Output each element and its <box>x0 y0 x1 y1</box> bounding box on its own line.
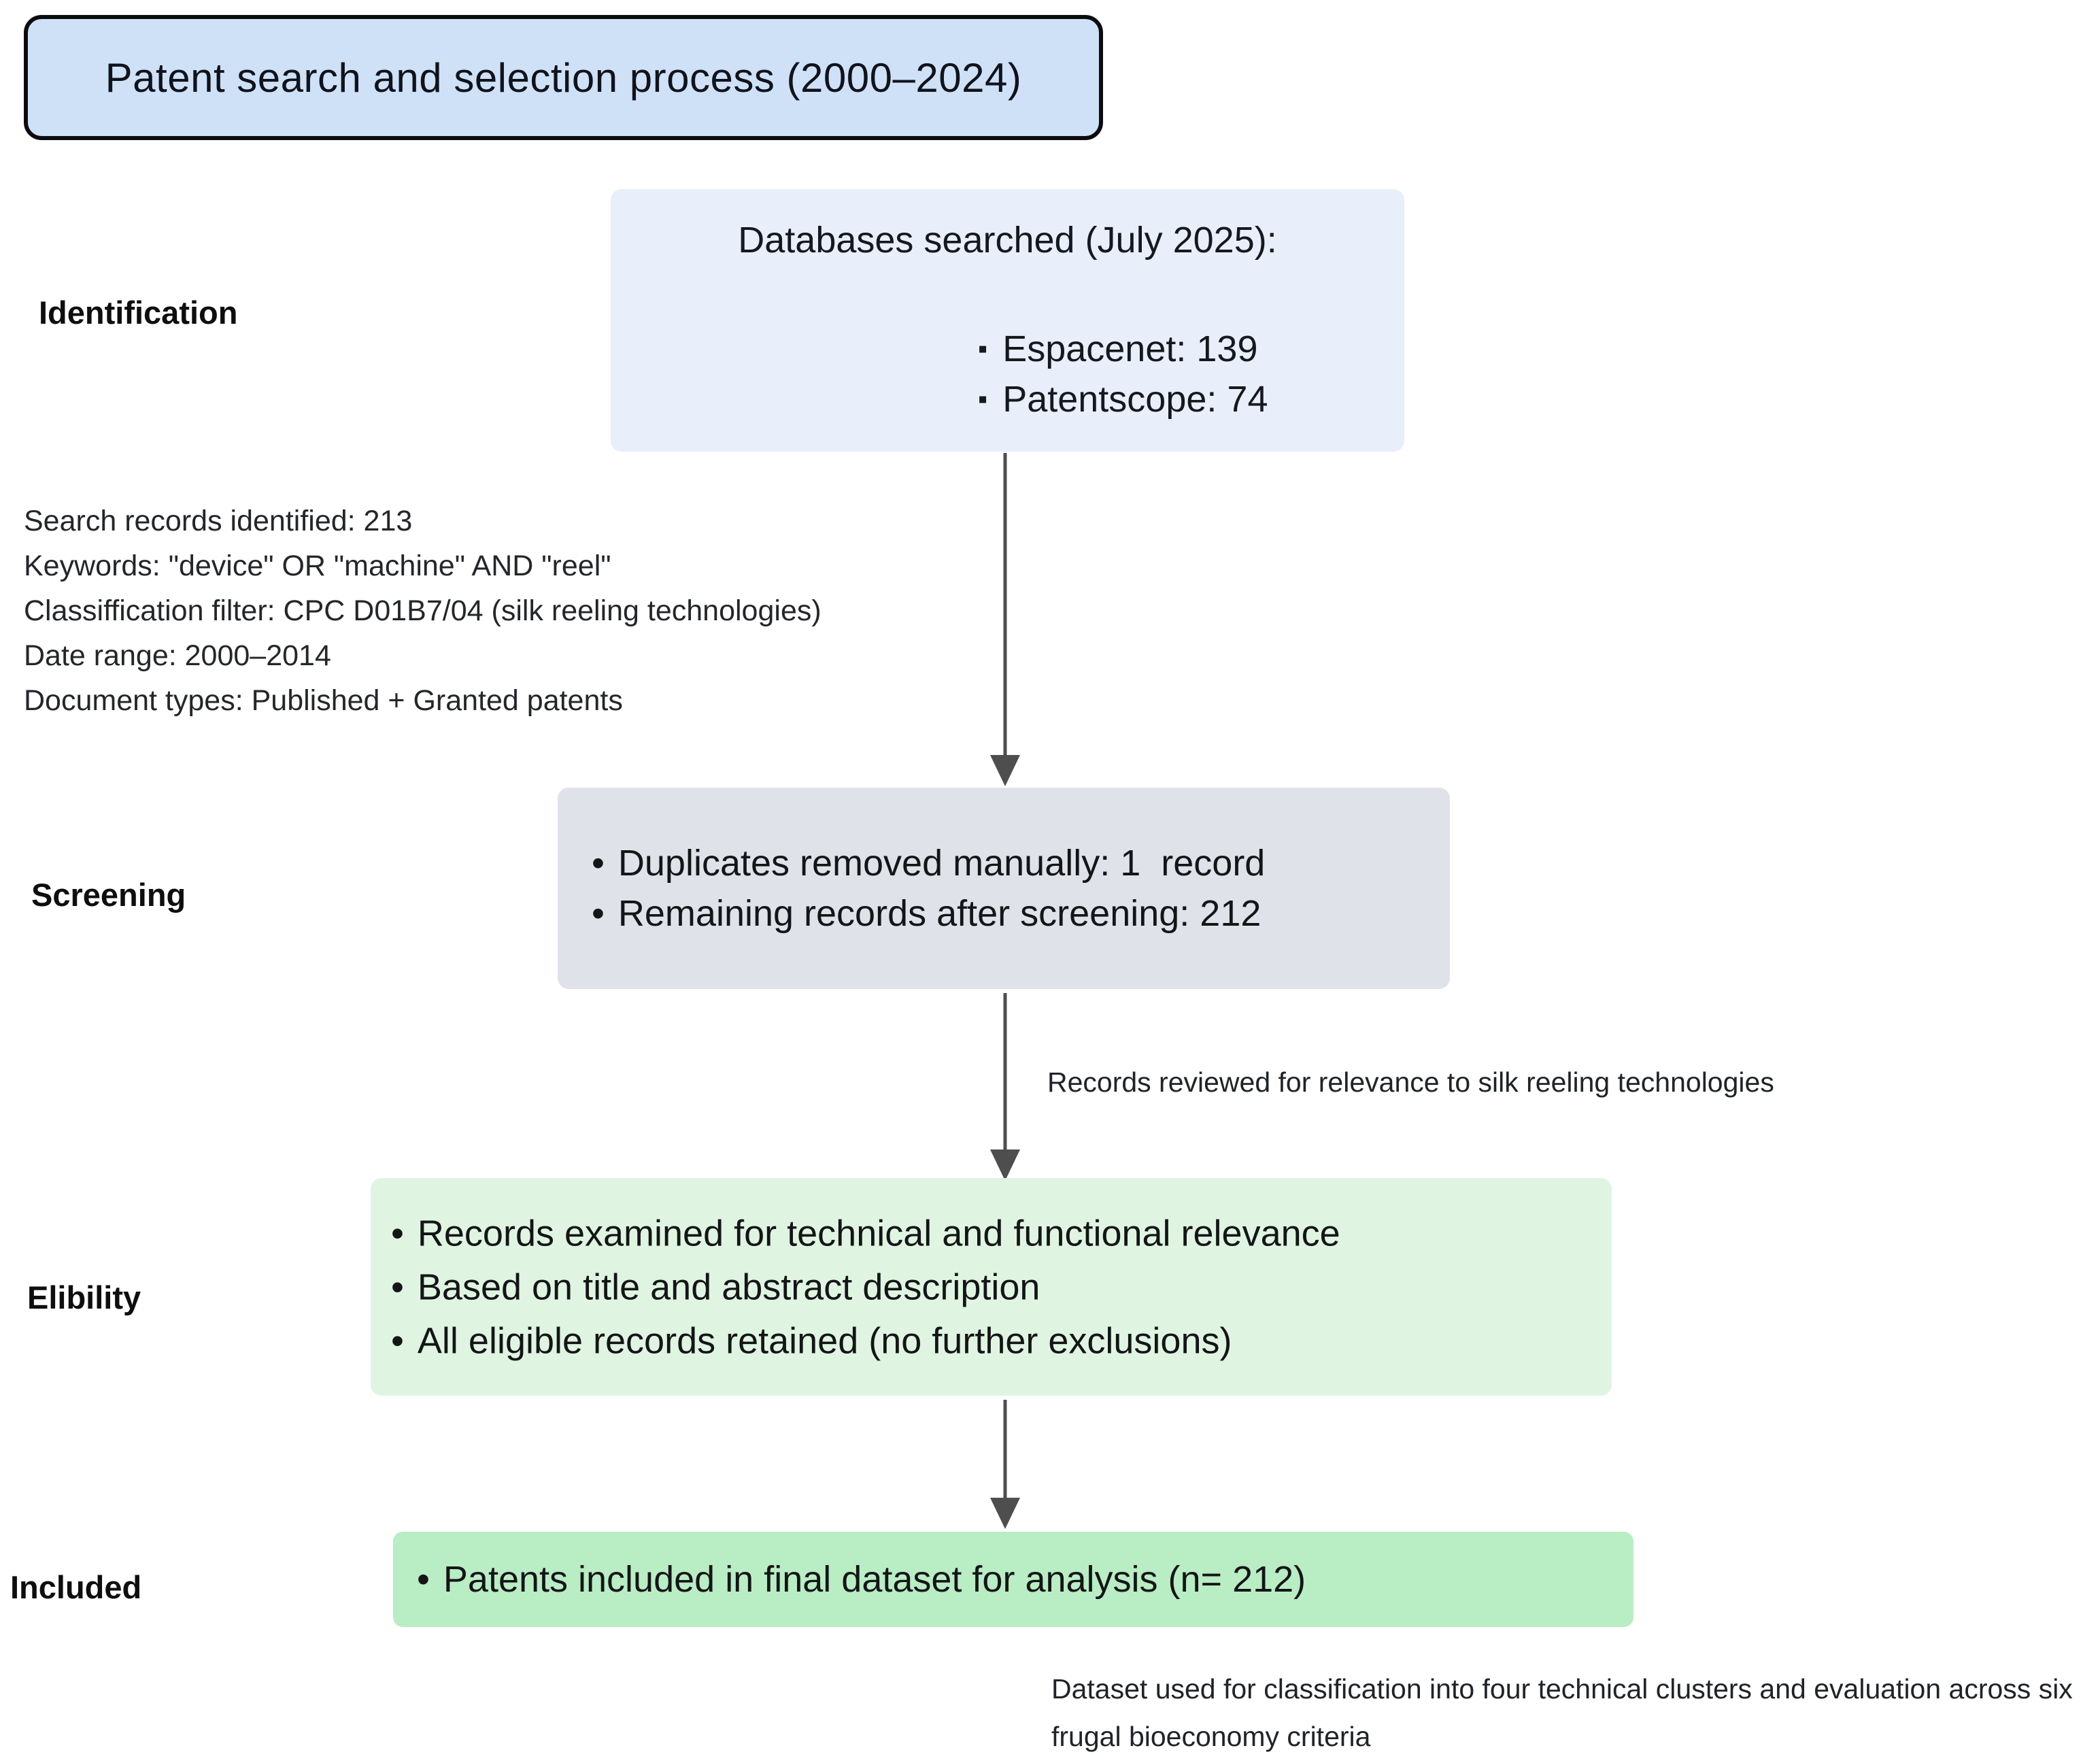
flow-arrow-screening-to-eligibility <box>989 993 1021 1181</box>
identification-bullet-list: ▪ Espacenet: 139 ▪ Patentscope: 74 <box>978 324 1268 424</box>
list-item: • Remaining records after screening: 212 <box>592 888 1265 939</box>
note-line: Document types: Published + Granted pate… <box>24 684 623 717</box>
arrow-line <box>1003 993 1007 1160</box>
note-line: Date range: 2000–2014 <box>24 639 331 672</box>
included-box: • Patents included in final dataset for … <box>393 1532 1633 1627</box>
screening-box: • Duplicates removed manually: 1 record … <box>558 788 1450 989</box>
arrow-line <box>1003 453 1007 766</box>
arrow-head-icon <box>990 1498 1020 1529</box>
round-bullet-icon: • <box>391 1320 404 1361</box>
square-bullet-icon: ▪ <box>978 384 988 414</box>
identification-box-header: Databases searched (July 2025): <box>738 220 1277 261</box>
arrow-head-icon <box>990 1149 1020 1181</box>
arrow-note-relevance: Records reviewed for relevance to silk r… <box>1047 1067 1774 1098</box>
list-item: ▪ Espacenet: 139 <box>978 324 1268 374</box>
list-item: • All eligible records retained (no furt… <box>391 1314 1340 1368</box>
dataset-footnote: Dataset used for classification into fou… <box>1051 1673 2073 1752</box>
note-line: Search records identified: 213 <box>24 505 413 537</box>
list-item: ▪ Patentscope: 74 <box>978 374 1268 424</box>
round-bullet-icon: • <box>592 893 605 934</box>
round-bullet-icon: • <box>417 1559 430 1600</box>
eligibility-bullet-list: • Records examined for technical and fun… <box>391 1207 1340 1368</box>
round-bullet-icon: • <box>592 843 605 884</box>
bullet-text: Patentscope: 74 <box>1002 379 1268 420</box>
bullet-text: Based on title and abstract description <box>417 1266 1040 1307</box>
flow-arrow-eligibility-to-included <box>989 1400 1021 1529</box>
note-line: Keywords: "device" OR "machine" AND "ree… <box>24 550 611 582</box>
diagram-title: Patent search and selection process (200… <box>105 54 1022 101</box>
stage-label-eligibility: Elibility <box>27 1279 141 1315</box>
list-item: • Based on title and abstract descriptio… <box>391 1260 1340 1314</box>
stage-label-identification: Identification <box>39 295 238 331</box>
eligibility-box: • Records examined for technical and fun… <box>371 1178 1612 1396</box>
round-bullet-icon: • <box>391 1213 404 1254</box>
arrow-head-icon <box>990 755 1020 786</box>
stage-label-screening: Screening <box>31 877 186 913</box>
list-item: • Patents included in final dataset for … <box>417 1554 1306 1605</box>
identification-box: Databases searched (July 2025): ▪ Espace… <box>611 189 1404 452</box>
round-bullet-icon: • <box>391 1266 404 1307</box>
bullet-text: Espacenet: 139 <box>1002 329 1258 369</box>
bullet-text: Duplicates removed manually: 1 record <box>617 843 1266 884</box>
note-line: Classiffication filter: CPC D01B7/04 (si… <box>24 594 822 627</box>
flow-arrow-identification-to-screening <box>989 453 1021 786</box>
list-item: • Records examined for technical and fun… <box>391 1207 1340 1260</box>
screening-bullet-list: • Duplicates removed manually: 1 record … <box>592 838 1265 939</box>
bullet-text: Remaining records after screening: 212 <box>617 893 1261 934</box>
square-bullet-icon: ▪ <box>978 334 988 364</box>
bullet-text: Patents included in final dataset for an… <box>443 1559 1306 1600</box>
diagram-title-box: Patent search and selection process (200… <box>24 15 1103 140</box>
bullet-text: All eligible records retained (no furthe… <box>417 1320 1232 1361</box>
stage-label-included: Included <box>10 1569 142 1605</box>
included-bullet-list: • Patents included in final dataset for … <box>417 1554 1306 1605</box>
arrow-line <box>1003 1400 1007 1509</box>
bullet-text: Records examined for technical and funct… <box>417 1213 1340 1254</box>
list-item: • Duplicates removed manually: 1 record <box>592 838 1265 888</box>
